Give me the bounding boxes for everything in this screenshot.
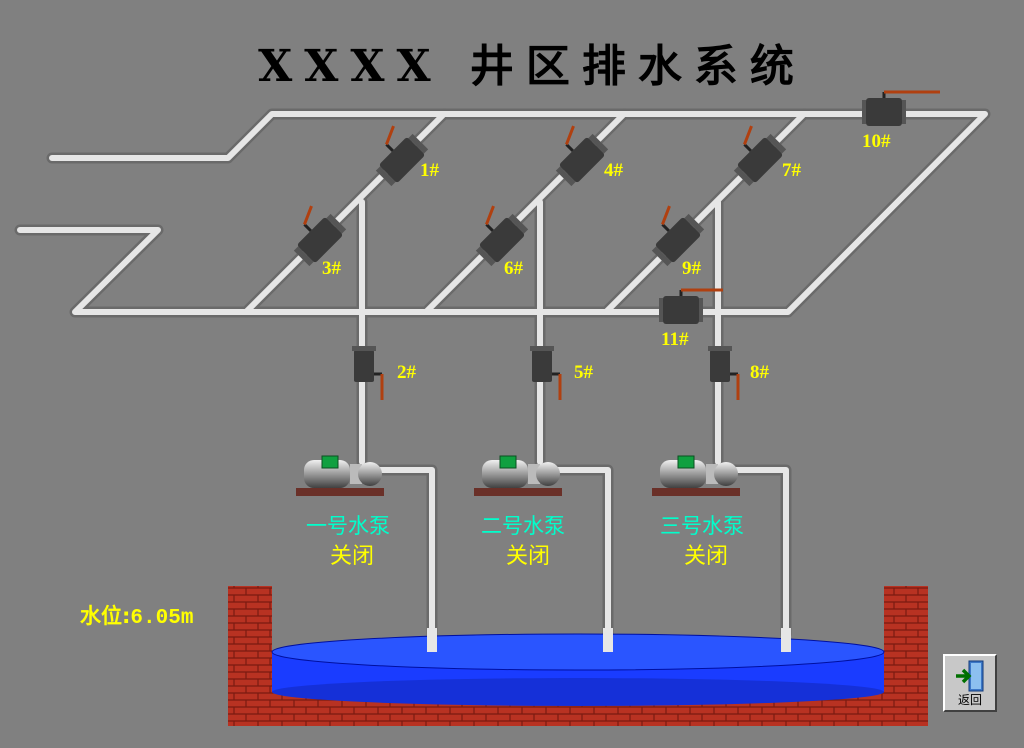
valve-3[interactable]: [280, 200, 347, 267]
water-body: [271, 633, 885, 706]
pump-3[interactable]: [652, 455, 740, 496]
pump-name-3: 三号水泵: [660, 514, 744, 538]
pump-status-2: 关闭: [505, 544, 550, 569]
pump-status-3: 关闭: [683, 544, 728, 569]
valve-label-1: 1#: [420, 160, 439, 181]
valve-label-3: 3#: [322, 258, 341, 279]
pump-name-1: 一号水泵: [306, 514, 390, 538]
valve-label-11: 11#: [661, 329, 689, 350]
valve-label-5: 5#: [574, 362, 593, 383]
exit-door-icon: [956, 660, 984, 692]
valve-label-7: 7#: [782, 160, 801, 181]
water-level-value: 6.05: [130, 607, 181, 630]
valve-label-2: 2#: [397, 362, 416, 383]
valve-11[interactable]: [659, 288, 723, 324]
water-level-readout: 水位:6.05m: [80, 600, 193, 630]
back-button-label: 返回: [957, 693, 982, 707]
valve-8[interactable]: [708, 346, 740, 400]
back-button[interactable]: 返回: [943, 654, 997, 712]
sump-tank: [228, 586, 928, 726]
pump-1[interactable]: [296, 455, 384, 496]
pump-status-1: 关闭: [329, 544, 374, 569]
valve-2[interactable]: [352, 346, 384, 400]
valve-1[interactable]: [362, 120, 429, 187]
pump-2[interactable]: [474, 455, 562, 496]
water-level-unit: m: [180, 607, 194, 630]
valve-label-10: 10#: [862, 131, 891, 152]
valve-6[interactable]: [462, 200, 529, 267]
page-title: XXXX 井区排水系统: [258, 41, 806, 92]
valve-label-4: 4#: [604, 160, 623, 181]
valve-label-9: 9#: [682, 258, 701, 279]
valve-label-8: 8#: [750, 362, 769, 383]
valve-5[interactable]: [530, 346, 562, 400]
water-level-label: 水位:: [80, 604, 131, 628]
valve-4[interactable]: [542, 120, 609, 187]
valve-9[interactable]: [638, 200, 705, 267]
valve-label-6: 6#: [504, 258, 523, 279]
pump-name-2: 二号水泵: [481, 514, 565, 538]
valve-10[interactable]: [862, 90, 940, 126]
valve-7[interactable]: [720, 120, 787, 187]
